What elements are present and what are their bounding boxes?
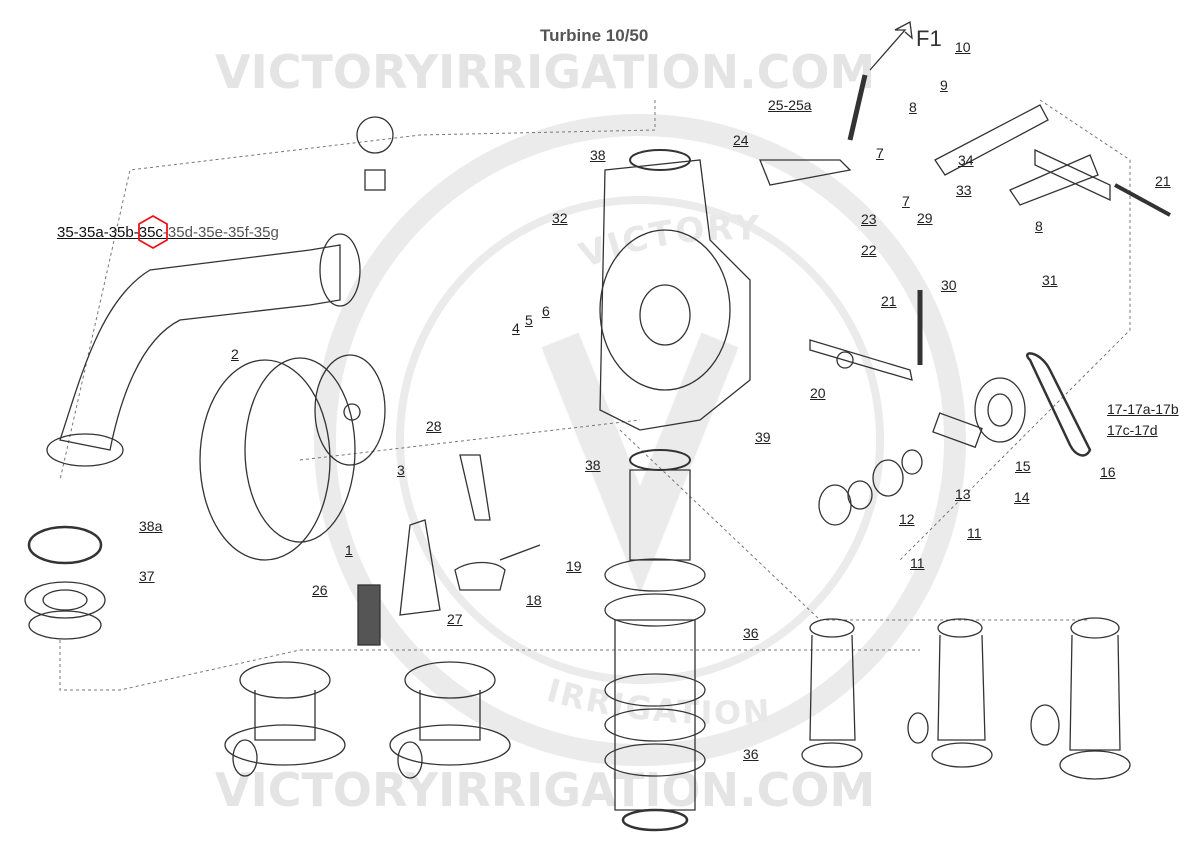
- part-label[interactable]: 2: [231, 346, 239, 362]
- part-label[interactable]: 37: [139, 568, 155, 584]
- part-label[interactable]: 39: [755, 429, 771, 445]
- part-label[interactable]: 38: [590, 147, 606, 163]
- part-label[interactable]: 36: [743, 746, 759, 762]
- part-label[interactable]: 11: [967, 525, 982, 541]
- part-label[interactable]: 36: [743, 625, 759, 641]
- part-label[interactable]: 15: [1015, 458, 1031, 474]
- part-label[interactable]: 8: [1035, 218, 1043, 234]
- part-label[interactable]: 13: [955, 486, 971, 502]
- part-reference-35[interactable]: 35-35a-35b-35c-35d-35e-35f-35g: [57, 214, 279, 250]
- highlighted-part-35c[interactable]: 35c: [137, 214, 168, 250]
- part-label[interactable]: 9: [940, 77, 948, 93]
- part-label[interactable]: 18: [526, 592, 542, 608]
- part-label[interactable]: 31: [1042, 272, 1058, 288]
- part-label[interactable]: 29: [917, 210, 933, 226]
- part-label[interactable]: 30: [941, 277, 957, 293]
- part-label[interactable]: 6: [542, 303, 550, 319]
- arrow-label-f1: F1: [916, 26, 942, 51]
- highlighted-part-text: 35c: [138, 224, 163, 241]
- part-label[interactable]: 19: [566, 558, 582, 574]
- watermark-top: VICTORYIRRIGATION.COM: [215, 45, 876, 99]
- part-label[interactable]: 21: [1155, 173, 1171, 189]
- part-label[interactable]: 4: [512, 320, 520, 336]
- part-label[interactable]: 8: [909, 99, 917, 115]
- diagram-title: Turbine 10/50: [540, 26, 649, 45]
- part-label[interactable]: 5: [525, 312, 533, 328]
- part-label[interactable]: 34: [958, 152, 974, 168]
- part-label[interactable]: 17c-17d: [1107, 422, 1158, 438]
- watermark-bottom: VICTORYIRRIGATION.COM: [215, 763, 876, 817]
- part-label[interactable]: 38a: [139, 518, 163, 534]
- part-label[interactable]: 1: [345, 542, 353, 558]
- part-label[interactable]: 38: [585, 457, 601, 473]
- part-label[interactable]: 22: [861, 242, 877, 258]
- part-label[interactable]: 32: [552, 210, 568, 226]
- part-label[interactable]: 20: [810, 385, 826, 401]
- elbow-pipe: [59, 244, 341, 451]
- tee-fittings: [224, 617, 1131, 780]
- part-label[interactable]: 10: [955, 39, 971, 55]
- part-label[interactable]: 17-17a-17b: [1107, 401, 1179, 417]
- part-label[interactable]: 16: [1100, 464, 1116, 480]
- part-label[interactable]: 21: [881, 293, 897, 309]
- part-label[interactable]: 7: [876, 145, 884, 161]
- part-label[interactable]: 25-25a: [768, 97, 812, 113]
- part-label[interactable]: 3: [397, 462, 405, 478]
- part-label[interactable]: 23: [861, 211, 877, 227]
- part-label[interactable]: 11: [910, 555, 925, 571]
- part-label[interactable]: 14: [1014, 489, 1030, 505]
- part-label[interactable]: 12: [899, 511, 915, 527]
- part-label[interactable]: 28: [426, 418, 442, 434]
- part-label[interactable]: 33: [956, 182, 972, 198]
- part-label[interactable]: 26: [312, 582, 328, 598]
- part-label[interactable]: 27: [447, 611, 463, 627]
- part-label[interactable]: 7: [902, 193, 910, 209]
- part-label[interactable]: 24: [733, 132, 749, 148]
- ref-part-2: -35d-35e-35f-35g: [162, 224, 279, 241]
- highlight-hexagon-icon: [137, 214, 168, 250]
- ref-part-1: 35-35a-35b-: [57, 224, 139, 241]
